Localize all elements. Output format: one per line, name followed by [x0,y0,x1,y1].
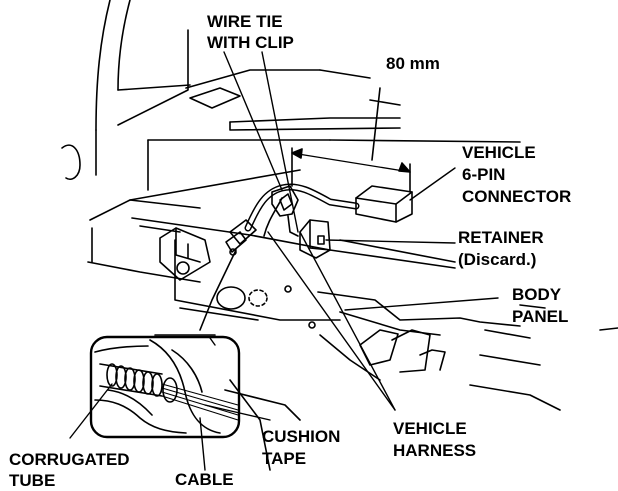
retainer [299,219,331,259]
cable-strands [161,383,239,421]
wire-tie-label-line2: WITH CLIP [207,33,294,52]
body-panel-label-line2: PANEL [512,307,569,326]
inset-leader-lines [69,383,271,471]
body-panel-label-line1: BODY [512,285,562,304]
corrugated-tube-rings [99,363,163,397]
corrugated-tube-label-line1: CORRUGATED [9,450,130,469]
retainer-label-line1: RETAINER [458,228,544,247]
retainer-label-line2: (Discard.) [458,250,537,269]
cushion-tape-label-line2: TAPE [262,449,307,468]
wire-tie-label-line1: WIRE TIE [207,12,283,31]
cable-label: CABLE [175,470,234,489]
mounting-bracket [159,227,211,281]
cushion-tape-label-line1: CUSHION [262,427,341,446]
floor-panel-lines [87,199,618,471]
vehicle-harness-label-line1: VEHICLE [393,419,467,438]
vehicle-6-pin-connector [355,185,413,223]
dimension-80mm [291,87,411,193]
vehicle-connector-label-line1: VEHICLE [462,143,536,162]
cushion-tape-sleeve [199,219,257,331]
vehicle-harness-label-line2: HARNESS [393,441,477,460]
leader-lines [209,51,499,411]
corrugated-tube-label-line2: TUBE [9,471,56,490]
vehicle-connector-label-line2: 6-PIN [462,165,506,184]
vehicle-connector-label-line3: CONNECTOR [462,187,572,206]
trim-ribs [359,329,446,373]
upper-body-structure [61,0,521,201]
dimension-label: 80 mm [386,54,440,73]
detail-inset [89,335,241,439]
